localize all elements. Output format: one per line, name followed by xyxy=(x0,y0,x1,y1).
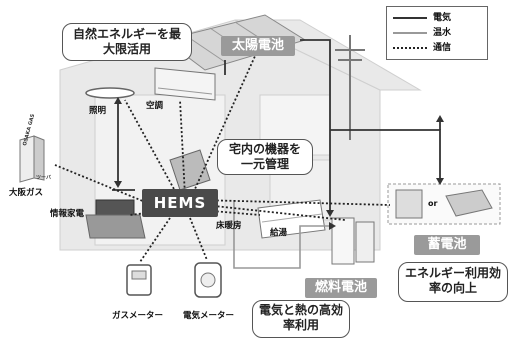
osaka-gas-tower-icon xyxy=(19,135,45,183)
callout-manage: 宅内の機器を一元管理 xyxy=(217,139,313,175)
legend-hotwater-label: 温水 xyxy=(433,28,452,38)
legend-electric: 電気 xyxy=(393,11,483,25)
legend-electric-label: 電気 xyxy=(433,13,452,23)
label-osaka-gas: 大阪ガス xyxy=(9,188,44,198)
legend: 電気 温水 通信 xyxy=(386,6,488,60)
solar-cell-tag: 太陽電池 xyxy=(221,36,295,56)
storage-battery-tag: 蓄電池 xyxy=(414,235,480,255)
tower-small-text: ツーバ xyxy=(36,175,51,181)
gas-meter-icon xyxy=(126,264,152,296)
label-appliances: 情報家電 xyxy=(50,209,85,219)
battery-options-box xyxy=(387,183,501,225)
aircon-icon xyxy=(154,67,216,101)
callout-high-efficiency: 電気と熱の高効率利用 xyxy=(252,300,350,338)
legend-comm: 通信 xyxy=(393,41,483,55)
bathtub-icon xyxy=(257,199,326,239)
label-gas-meter: ガスメーター xyxy=(112,311,164,321)
callout-renewable: 自然エネルギーを最大限活用 xyxy=(62,23,192,61)
label-floor-heating: 床暖房 xyxy=(216,221,242,231)
tv-icon xyxy=(85,199,146,239)
electric-lines xyxy=(112,39,441,215)
legend-hotwater: 温水 xyxy=(393,26,483,40)
fuel-cell-unit-icon xyxy=(331,217,375,265)
label-lighting: 照明 xyxy=(89,106,107,116)
utility-pole-icon xyxy=(335,35,365,140)
legend-comm-label: 通信 xyxy=(433,43,452,53)
ceiling-light-icon xyxy=(85,87,135,99)
label-aircon: 空調 xyxy=(146,101,164,111)
arrowheads xyxy=(114,97,444,230)
label-hot-water: 給湯 xyxy=(270,228,288,238)
hems-box: HEMS xyxy=(142,189,218,217)
fuel-cell-tag: 燃料電池 xyxy=(305,278,377,298)
label-or: or xyxy=(428,199,438,208)
callout-efficiency: エネルギー利用効率の向上 xyxy=(398,262,508,302)
hotwater-lines xyxy=(233,200,332,269)
electric-meter-icon xyxy=(194,262,222,298)
label-electric-meter: 電気メーター xyxy=(183,311,235,321)
